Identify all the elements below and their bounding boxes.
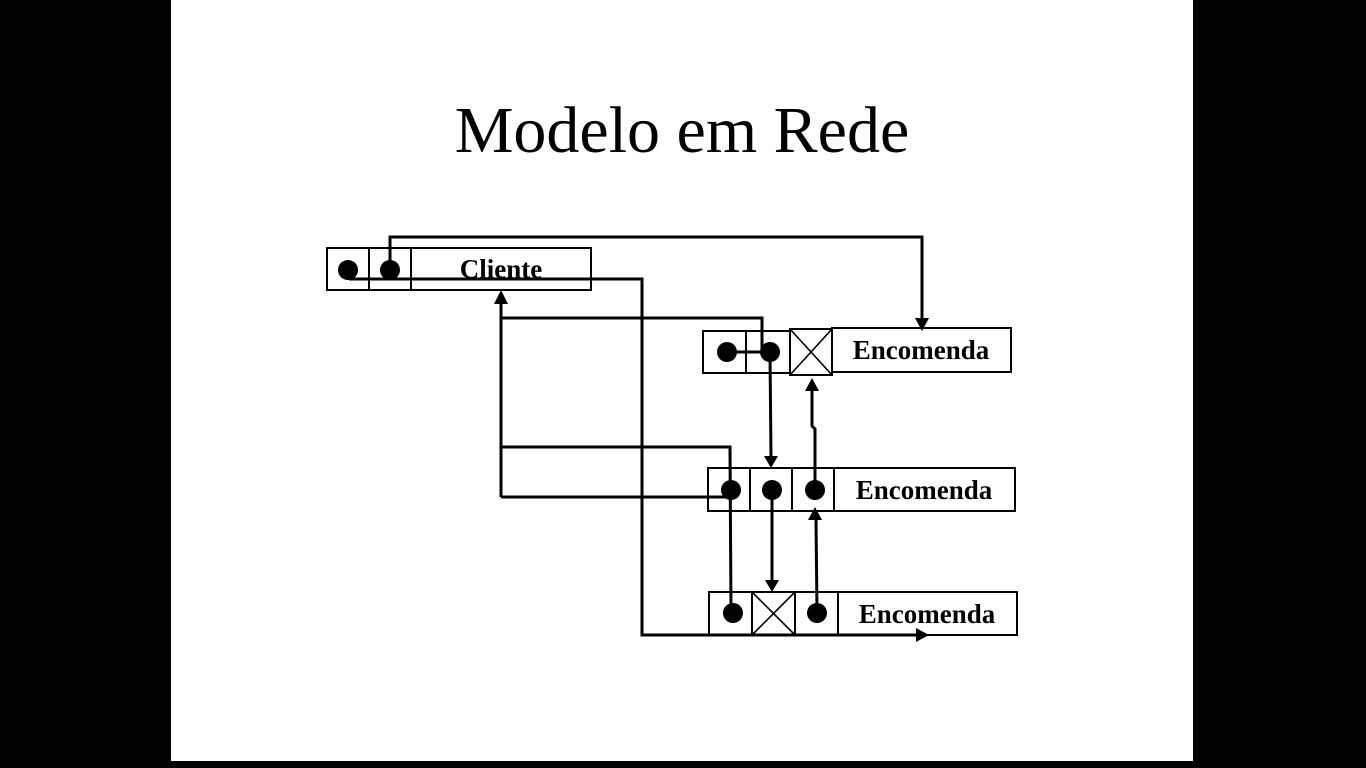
line-encomenda-1-owner: [501, 316, 764, 354]
slide-canvas: Modelo em Rede: [171, 0, 1193, 761]
connector-line: [501, 445, 733, 614]
record-encomenda-3: [708, 591, 1018, 636]
network-model-diagram: Cliente Encomenda Encomenda Encomenda: [326, 235, 1018, 642]
record-labels: Cliente Encomenda Encomenda Encomenda: [460, 254, 996, 629]
record-label-encomenda-1: Encomenda: [853, 335, 990, 365]
record-encomenda-2: [707, 467, 1016, 512]
record-encomenda-1: [702, 327, 1012, 376]
pointer-dot: [807, 603, 827, 623]
record-outline: [708, 591, 1018, 636]
record-outline: [326, 247, 592, 291]
connector-line: [768, 351, 773, 458]
connector-line: [349, 277, 916, 637]
slide-title: Modelo em Rede: [454, 94, 910, 167]
arrowhead-icon: [765, 580, 779, 592]
record-boxes: [326, 247, 1018, 636]
connector-line: [810, 390, 817, 490]
pointer-dot: [760, 342, 780, 362]
record-label-encomenda-2: Encomenda: [856, 475, 993, 505]
pointer-dot: [717, 342, 737, 362]
arrowhead-icon: [808, 507, 822, 520]
record-cliente: [326, 247, 592, 291]
connector-line: [814, 518, 819, 614]
connector-line: [388, 235, 924, 320]
arrowhead-icon: [764, 456, 778, 468]
pointer-dot: [805, 480, 825, 500]
null-x-icon: [751, 591, 796, 636]
pointer-dot: [380, 260, 400, 280]
arrow-cliente-first-to-encomenda-1: [388, 235, 929, 331]
pointer-dot: [721, 480, 741, 500]
line-encomenda-3-owner: [501, 445, 733, 614]
arrow-encomenda-2-prior: [805, 378, 819, 490]
connector-line: [501, 316, 764, 354]
arrow-encomenda-3-prior: [808, 507, 822, 614]
pointer-links: [349, 235, 929, 642]
arrowhead-icon: [494, 290, 508, 304]
arrow-encomenda-1-next: [764, 351, 778, 468]
arrowhead-icon: [916, 628, 929, 642]
arrow-owners-to-cliente: [494, 290, 508, 497]
record-outline: [707, 467, 1016, 512]
pointer-dot: [723, 603, 743, 623]
arrow-encomenda-2-next: [765, 490, 779, 592]
null-x-icon: [789, 328, 833, 376]
pointer-dots: [338, 260, 827, 623]
record-label-cliente: Cliente: [460, 254, 542, 284]
arrowhead-icon: [805, 378, 819, 391]
arrow-cliente-last-to-encomenda-3: [349, 277, 929, 642]
pointer-dot: [762, 480, 782, 500]
record-label-encomenda-3: Encomenda: [859, 599, 996, 629]
pointer-dot: [338, 260, 358, 280]
arrowhead-icon: [915, 318, 929, 331]
